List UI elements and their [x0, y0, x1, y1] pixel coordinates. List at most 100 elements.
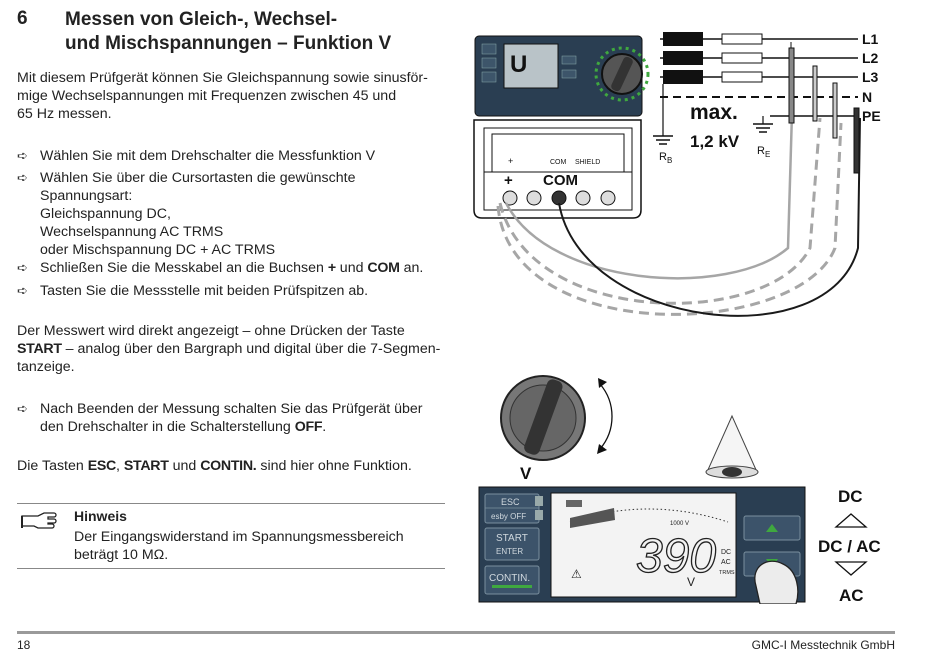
note-line: Der Eingangswiderstand im Spannungsmessb… — [74, 529, 404, 545]
finger-icon — [754, 560, 799, 604]
start-button[interactable] — [484, 527, 540, 561]
step-line: Wechselspannung AC TRMS — [40, 224, 224, 240]
intro-line: 65 Hz messen. — [17, 106, 112, 122]
fuse-l3 — [721, 71, 763, 83]
probe-1 — [788, 47, 795, 124]
socket-plus-label: + — [504, 172, 513, 189]
text-run: sind hier ohne Funktion. — [256, 458, 412, 474]
winding-2 — [663, 51, 703, 65]
step-text: Nach Beenden der Messung schalten Sie da… — [40, 400, 423, 436]
tester-device: U — [474, 35, 650, 117]
dc-ac-legend: DC DC / AC AC — [818, 487, 881, 605]
text-run: Die Tasten — [17, 458, 88, 474]
fuse-l2 — [721, 52, 763, 64]
company-name: GMC-I Messtechnik GmbH — [751, 638, 895, 652]
phase-lines — [653, 32, 858, 145]
probe-3 — [832, 82, 838, 139]
up-arrow-icon — [766, 524, 778, 532]
label-l2: L2 — [862, 50, 879, 66]
socket-plus[interactable] — [502, 190, 518, 206]
text-run: , — [116, 458, 124, 474]
socket-panel: + COM SHIELD + COM — [473, 119, 642, 219]
section-title-line2: und Mischspannungen – Funktion V — [65, 33, 392, 54]
inner-com: COM — [550, 159, 567, 166]
footer-rule — [17, 631, 895, 634]
key-off: OFF — [294, 419, 323, 435]
step-select-function: ➪ Wählen Sie mit dem Drehschalter die Me… — [17, 147, 457, 165]
display-panel: ESC esby OFF START ENTER CONTIN. 1000 V … — [478, 486, 806, 604]
step-line: Gleichspannung DC, — [40, 206, 171, 222]
text-run: und — [335, 260, 368, 276]
label-pe: PE — [862, 108, 881, 124]
step-probe: ➪ Tasten Sie die Messstelle mit beiden P… — [17, 282, 457, 300]
intro-line: Mit diesem Prüfgerät können Sie Gleichsp… — [17, 70, 428, 86]
step-connect-cables: ➪ Schließen Sie die Messkabel an die Buc… — [17, 259, 457, 277]
socket-com-label: COM — [543, 172, 578, 189]
step-line: Wählen Sie über die Cursortasten die gew… — [40, 170, 356, 186]
step-text: Schließen Sie die Messkabel an die Buchs… — [40, 259, 423, 277]
note-bottom-rule — [17, 568, 445, 569]
step-line: den Drehschalter in die Schalterstellung… — [40, 418, 423, 436]
lcd-dc: DC — [721, 549, 731, 556]
connection-diagram: L1 L2 L3 N PE max. 1,2 kV RB RE U + COM … — [473, 31, 881, 317]
warning-icon: ⚠ — [571, 567, 582, 581]
arrow-bullet-icon: ➪ — [17, 170, 28, 185]
key-esc: ESC — [87, 458, 117, 474]
note-title: Hinweis — [74, 508, 127, 524]
arrow-bullet-icon: ➪ — [17, 401, 28, 416]
start-label: START — [496, 533, 528, 544]
pointing-hand-icon — [20, 510, 60, 535]
up-triangle-icon — [834, 513, 868, 528]
probe-4 — [853, 107, 860, 174]
probe-2 — [812, 65, 818, 122]
lcd-unit: V — [687, 575, 695, 589]
step-line: Spannungsart: — [40, 188, 133, 204]
label-l1: L1 — [862, 31, 879, 47]
note-text: Der Eingangswiderstand im Spannungsmessb… — [74, 528, 404, 564]
lcd-letter: U — [510, 51, 527, 78]
fuse-l1 — [721, 33, 763, 45]
esc-button[interactable] — [484, 493, 540, 524]
arrow-bullet-icon: ➪ — [17, 148, 28, 163]
key-com: COM — [367, 260, 400, 276]
text-run: Schließen Sie die Messkabel an die Buchs… — [40, 260, 328, 276]
text-run: und — [168, 458, 201, 474]
contin-label: CONTIN. — [489, 573, 530, 584]
cable-black — [558, 117, 861, 317]
rotary-switch-illustration: V — [500, 375, 613, 482]
cable-grey-dashed-2 — [496, 122, 843, 316]
legend-ac: AC — [839, 586, 864, 605]
step-line: Nach Beenden der Messung schalten Sie da… — [40, 401, 423, 417]
arrow-bullet-icon: ➪ — [17, 260, 28, 275]
step-text: Wählen Sie mit dem Drehschalter die Mess… — [40, 148, 376, 164]
max-voltage: 1,2 kV — [690, 132, 740, 151]
section-title: Messen von Gleich-, Wechsel- und Mischsp… — [65, 8, 391, 56]
legend-dc: DC — [838, 487, 863, 506]
text-run: den Drehschalter in die Schalterstellung — [40, 419, 295, 435]
step-switch-off: ➪ Nach Beenden der Messung schalten Sie … — [17, 400, 457, 436]
lcd-ac: AC — [721, 559, 731, 566]
step-text: Wählen Sie über die Cursortasten die gew… — [40, 169, 355, 259]
keys-paragraph: Die Tasten ESC, START und CONTIN. sind h… — [17, 457, 457, 475]
inner-shield: SHIELD — [575, 159, 600, 166]
cable-grey-solid — [504, 112, 794, 280]
socket-com[interactable] — [551, 190, 567, 206]
text-run: . — [322, 419, 327, 435]
key-plus: + — [327, 260, 336, 276]
bargraph-fill — [570, 508, 615, 528]
dial-ring — [594, 46, 650, 102]
scale-label: 1000 V — [670, 521, 689, 527]
text-run: an. — [399, 260, 424, 276]
step-line: oder Mischspannung DC + AC TRMS — [40, 242, 276, 258]
label-l3: L3 — [862, 69, 879, 85]
result-line: START – analog über den Bargraph und dig… — [17, 340, 457, 358]
esc-label: ESC — [501, 497, 520, 507]
section-title-line1: Messen von Gleich-, Wechsel- — [65, 9, 338, 30]
enter-label: ENTER — [496, 547, 523, 556]
eye-view-icon — [705, 414, 759, 479]
device-lcd — [503, 43, 559, 89]
note-top-rule — [17, 503, 445, 504]
step-text: Tasten Sie die Messstelle mit beiden Prü… — [40, 283, 369, 299]
lcd-trms: TRMS — [719, 570, 735, 576]
down-triangle-icon — [834, 561, 868, 576]
